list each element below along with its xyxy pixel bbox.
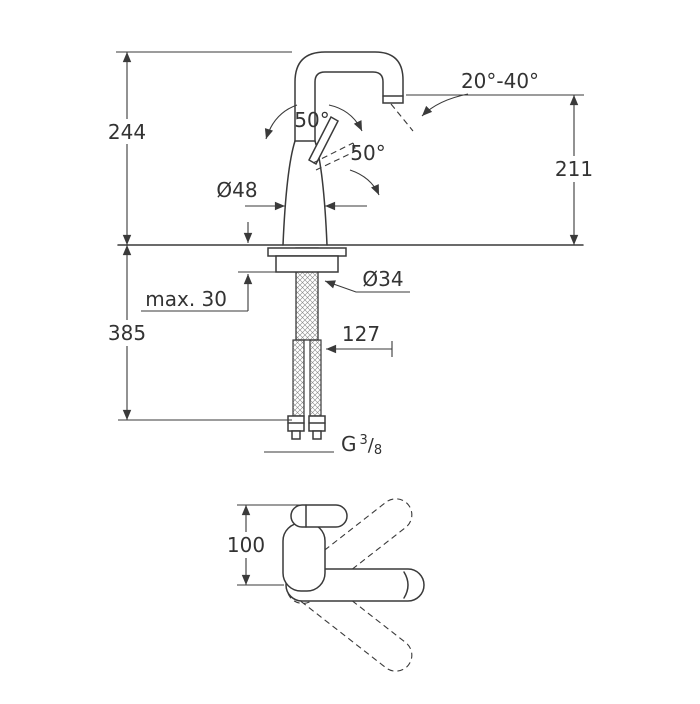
lever-top-view xyxy=(290,504,348,528)
escutcheon-washer xyxy=(267,247,347,257)
thread-slash: / xyxy=(368,435,375,456)
dimension-height-total: 244 xyxy=(101,51,292,245)
spout-tube xyxy=(294,51,404,142)
dimension-body-diameter: Ø48 xyxy=(216,178,367,211)
mounting-shank xyxy=(267,247,347,440)
thread-numerator: 3 xyxy=(360,433,368,448)
label-depth: 100 xyxy=(227,533,265,557)
label-height-total: 244 xyxy=(108,120,146,144)
hose-right xyxy=(309,339,322,417)
dimension-shank-diameter: Ø34 xyxy=(324,267,410,293)
dimension-length-below-deck: 385 xyxy=(102,245,292,421)
label-body-diameter: Ø48 xyxy=(216,178,257,202)
dimension-height-outlet: 211 xyxy=(406,94,599,245)
thread-prefix: G xyxy=(341,432,357,456)
label-spout-angle-range: 20°-40° xyxy=(461,69,539,93)
dimension-hose: 127 xyxy=(326,322,393,357)
label-max-deck-thickness: max. 30 xyxy=(145,287,227,311)
thread-denominator: 8 xyxy=(374,443,382,458)
annotation-handle-swivel: 50° xyxy=(264,104,363,140)
body-top-view xyxy=(282,522,326,592)
aerator-top-view xyxy=(403,571,409,599)
label-shank-diameter: Ø34 xyxy=(362,267,403,291)
annotation-handle-tilt: 50° xyxy=(349,141,386,196)
label-hose-dimension: 127 xyxy=(342,322,380,346)
label-length-below-deck: 385 xyxy=(108,321,146,345)
lever-handle-tilted-ghost xyxy=(312,142,357,171)
dimension-max-deck-thickness: max. 30 xyxy=(141,222,276,312)
hose-left xyxy=(292,339,305,417)
spout-swivel-ghost-up xyxy=(286,498,413,605)
faucet-outline xyxy=(282,51,414,246)
annotation-spout-angle: 20°-40° xyxy=(421,69,539,117)
label-handle-swivel-angle: 50° xyxy=(294,108,329,132)
top-view: 100 xyxy=(221,498,425,672)
hose-fittings xyxy=(287,415,326,440)
spout-angle-ghost xyxy=(390,103,414,132)
label-height-outlet: 211 xyxy=(555,157,593,181)
dimension-depth: 100 xyxy=(221,504,332,586)
label-handle-tilt-angle: 50° xyxy=(350,141,385,165)
mounting-nut xyxy=(275,255,339,273)
front-view: 244 211 20°-40° 50° 50° Ø48 xyxy=(101,51,599,458)
